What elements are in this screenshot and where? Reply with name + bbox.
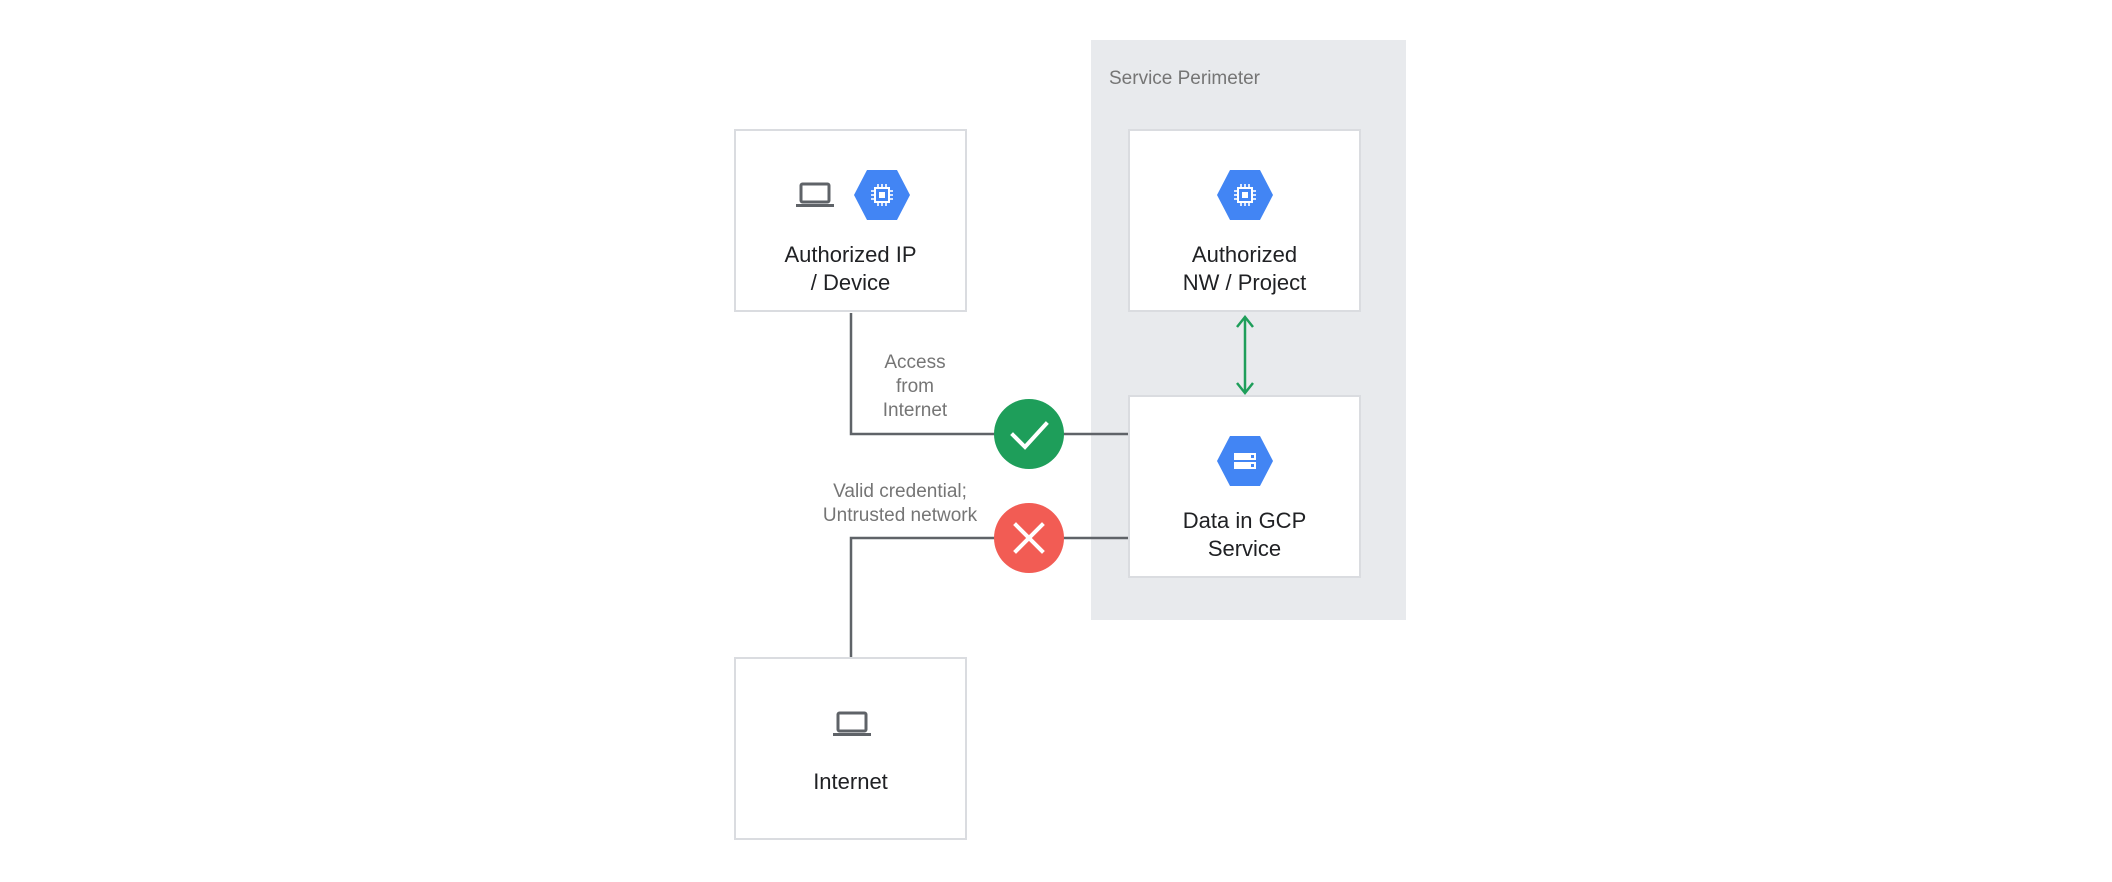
storage-icon — [1217, 436, 1273, 486]
allowed-edge-label-line3: Internet — [882, 400, 948, 421]
data-gcp-service-node: Data in GCP Service — [1128, 395, 1361, 578]
authorized-ip-label-line2: / Device — [810, 270, 891, 295]
allowed-badge — [994, 399, 1064, 469]
authorized-ip-device-node: Authorized IP / Device — [734, 129, 967, 312]
denied-badge — [994, 503, 1064, 573]
authorized-nw-label-line1: Authorized — [1191, 242, 1298, 267]
laptop-icon — [796, 182, 834, 207]
compute-engine-icon — [854, 170, 910, 220]
denied-edge-label-line2: Untrusted network — [822, 505, 978, 526]
allowed-edge-label-line1: Access — [884, 352, 946, 373]
check-icon — [1010, 421, 1049, 450]
authorized-nw-label-line2: NW / Project — [1182, 270, 1307, 295]
denied-edge-label-line1: Valid credential; — [833, 481, 967, 502]
authorized-nw-project-label: Authorized NW / Project — [1130, 241, 1359, 297]
service-perimeter-label: Service Perimeter — [1109, 68, 1260, 89]
authorized-nw-project-node: Authorized NW / Project — [1128, 129, 1361, 312]
bidirectional-arrow — [1236, 314, 1254, 396]
internet-label: Internet — [736, 768, 965, 796]
data-gcp-service-label: Data in GCP Service — [1130, 507, 1359, 563]
authorized-ip-device-label: Authorized IP / Device — [736, 241, 965, 297]
data-service-label-line2: Service — [1207, 536, 1282, 561]
laptop-icon — [833, 711, 871, 736]
allowed-edge-label-line2: from — [896, 376, 934, 397]
internet-label-line1: Internet — [813, 769, 888, 794]
denied-connection-line — [849, 536, 1128, 658]
authorized-ip-label-line1: Authorized IP — [784, 242, 917, 267]
compute-engine-icon — [1217, 170, 1273, 220]
denied-edge-label: Valid credential; Untrusted network — [800, 480, 1000, 528]
close-icon — [1013, 522, 1045, 554]
internet-node: Internet — [734, 657, 967, 840]
allowed-edge-label: Access from Internet — [855, 351, 975, 423]
data-service-label-line1: Data in GCP — [1182, 508, 1307, 533]
